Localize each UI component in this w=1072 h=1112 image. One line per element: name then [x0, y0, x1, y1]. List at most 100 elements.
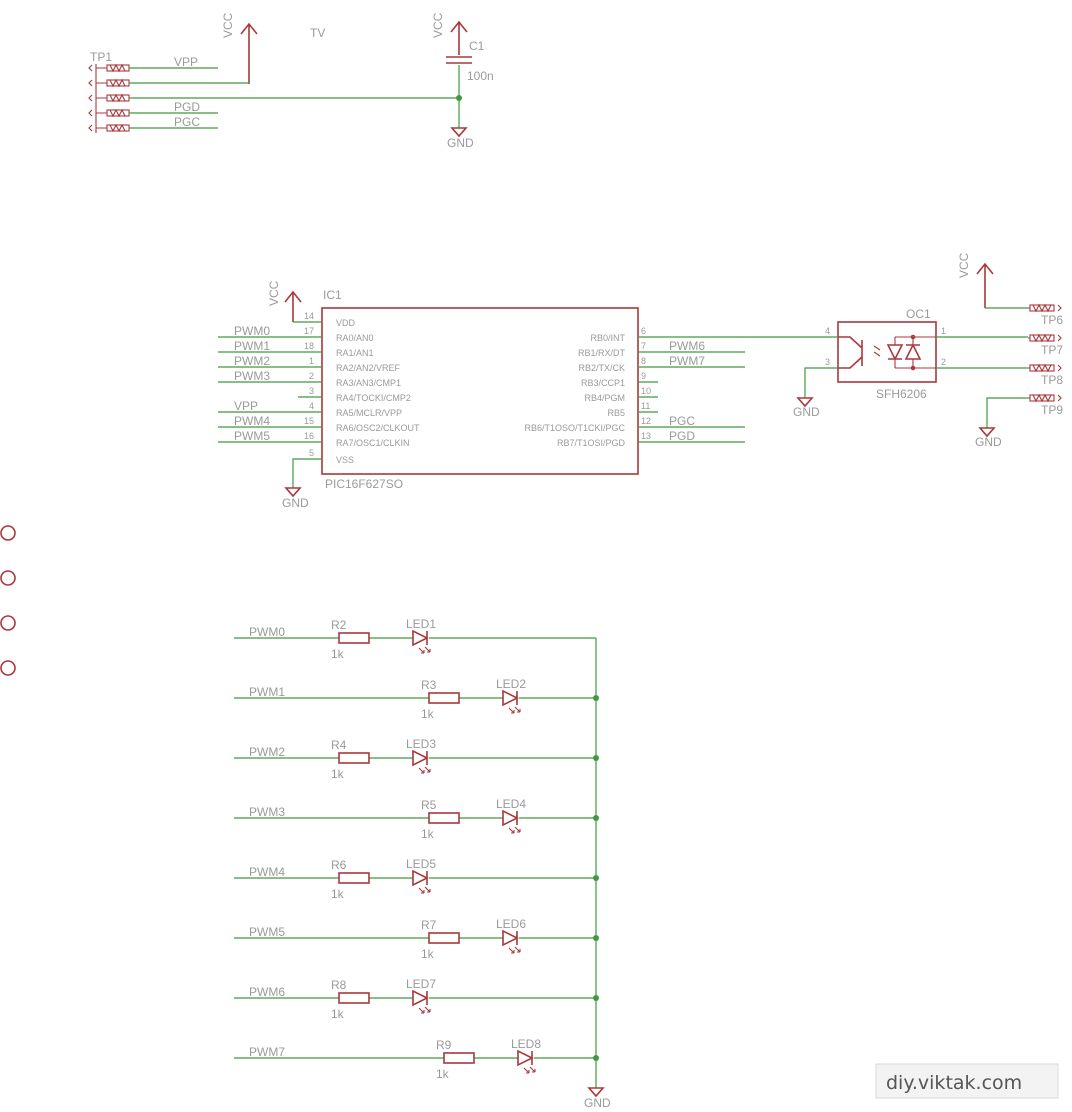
led-name: LED1 — [406, 617, 436, 631]
pin-number: 6 — [641, 326, 646, 336]
led-net-label: PWM2 — [249, 745, 285, 759]
net-label: PWM2 — [234, 354, 270, 368]
ic1-part: PIC16F627SO — [325, 477, 403, 491]
net-label: PGD — [669, 429, 695, 443]
resistor — [338, 632, 370, 644]
net-label: PWM0 — [234, 324, 270, 338]
oc1-vcc-label: VCC — [957, 252, 971, 278]
led-symbol — [412, 749, 429, 767]
net-label-vpp-top: VPP — [174, 55, 198, 69]
resistor-value: 1k — [331, 767, 345, 781]
led-symbol — [517, 1049, 534, 1067]
led-name: LED2 — [496, 677, 526, 691]
testpoint: TP9 — [1028, 393, 1063, 417]
led-symbol — [412, 869, 429, 887]
led-name: LED6 — [496, 917, 526, 931]
pin-label: VSS — [336, 455, 354, 465]
pin-label: RB3/CCP1 — [581, 378, 625, 388]
pin-label: RB1/RX/DT — [578, 348, 626, 358]
oc1-pin3: 3 — [825, 357, 830, 367]
watermark: diy.viktak.com — [875, 1063, 1059, 1099]
net-label: PWM4 — [234, 414, 270, 428]
pin-label: RA5/MCLR/VPP — [336, 408, 402, 418]
title-label: TV — [310, 26, 325, 40]
led-symbol — [502, 689, 519, 707]
pin-label: RB5 — [607, 408, 625, 418]
pin-label: RA1/AN1 — [336, 348, 374, 358]
ic1-left-pins: 14VDD17RA0/AN0PWM018RA1/AN1PWM11RA2/AN2/… — [218, 311, 420, 465]
pin-number: 15 — [304, 416, 314, 426]
testpoint: TP7 — [1028, 333, 1063, 357]
led-net-label: PWM7 — [249, 1045, 285, 1059]
led-name: LED7 — [406, 977, 436, 991]
resistor — [338, 872, 370, 884]
pin-number: 16 — [304, 431, 314, 441]
pin-number: 9 — [641, 371, 646, 381]
resistor-name: R8 — [331, 978, 347, 992]
pin-label: VDD — [336, 318, 356, 328]
net-label: PWM6 — [669, 339, 705, 353]
pin-label: RA3/AN3/CMP1 — [336, 378, 401, 388]
led-net-label: PWM1 — [249, 685, 285, 699]
pin-number: 18 — [304, 341, 314, 351]
pin-label: RB4/PGM — [584, 393, 625, 403]
led-name: LED4 — [496, 797, 526, 811]
net-label: PWM7 — [669, 354, 705, 368]
net-label: VPP — [234, 399, 258, 413]
resistor — [338, 752, 370, 764]
oc1-gnd-label: GND — [793, 405, 820, 419]
c1-name: C1 — [469, 39, 485, 53]
led-row: PWM1 R3 1k LED2 — [234, 677, 599, 721]
resistor — [428, 692, 460, 704]
pin-number: 13 — [641, 431, 651, 441]
resistor-name: R4 — [331, 738, 347, 752]
vcc-symbol-top: VCC — [221, 12, 258, 84]
net-label-pgd-top: PGD — [174, 100, 200, 114]
resistor — [338, 992, 370, 1004]
pin-number: 1 — [309, 356, 314, 366]
net-label: PGC — [669, 414, 695, 428]
pin-label: RB0/INT — [590, 333, 625, 343]
pin-number: 10 — [641, 386, 651, 396]
resistor-name: R6 — [331, 858, 347, 872]
resistor-name: R3 — [421, 678, 437, 692]
oc1-part: SFH6206 — [876, 387, 927, 401]
net-label: PWM5 — [234, 429, 270, 443]
resistor-value: 1k — [421, 827, 435, 841]
testpoint: TP8 — [1028, 363, 1063, 387]
testpoint-label: TP6 — [1041, 313, 1063, 327]
pin-label: RB2/TX/CK — [578, 363, 625, 373]
resistor — [428, 812, 460, 824]
optocoupler-oc1: OC1 SFH6206 GND 4 3 1 2 VCC GND TP6TP7TP… — [638, 252, 1063, 449]
pin-number: 4 — [309, 401, 314, 411]
pin-label: RA6/OSC2/CLKOUT — [336, 423, 420, 433]
ic1-name: IC1 — [323, 288, 342, 302]
pin-number: 2 — [309, 371, 314, 381]
resistor-value: 1k — [436, 1067, 450, 1081]
oc1-pin4: 4 — [825, 326, 830, 336]
mounting-hole — [0, 660, 16, 676]
resistor — [443, 1052, 475, 1064]
net-label: PWM1 — [234, 339, 270, 353]
mounting-holes — [0, 525, 16, 676]
resistor-value: 1k — [421, 707, 435, 721]
led-net-label: PWM0 — [249, 625, 285, 639]
